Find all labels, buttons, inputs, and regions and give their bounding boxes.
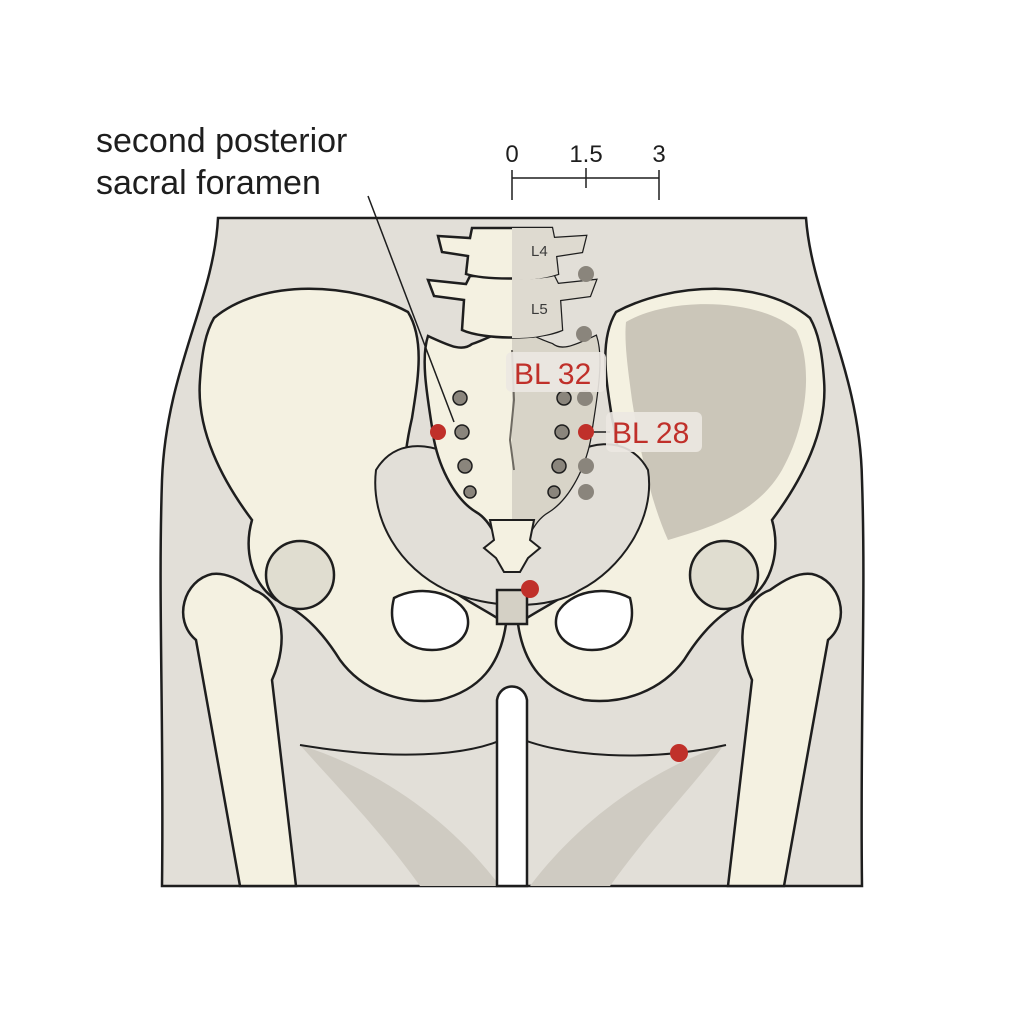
sacral-foramen	[556, 390, 572, 406]
sacral-foramen	[547, 485, 561, 499]
reference-point	[577, 390, 593, 406]
vertebra-l5-shade	[512, 276, 596, 338]
bl32-label-background	[506, 352, 606, 392]
acupoint-gluteal-fold	[670, 744, 688, 762]
reference-point	[578, 458, 594, 474]
callout-line-1: second posterior	[96, 122, 348, 160]
sacral-foramen	[454, 424, 470, 440]
reference-point	[578, 484, 594, 500]
sacral-foramen	[463, 485, 477, 499]
left-obturator-foramen	[390, 589, 470, 652]
pubic-symphysis	[495, 588, 529, 626]
callout-leader-line	[367, 195, 455, 423]
right-gluteal-shade	[530, 745, 724, 886]
sacral-foramen	[452, 390, 468, 406]
left-femur	[181, 572, 298, 888]
scale-tick-label: 0	[505, 141, 518, 168]
scale-tick-label: 3	[652, 141, 665, 168]
acupoint-bl28	[578, 424, 594, 440]
bl28-label: BL 28	[612, 417, 689, 450]
acupoint-left-sacral	[430, 424, 446, 440]
vertebra-l5-label: L5	[531, 301, 548, 318]
acupoint-coccyx	[521, 580, 539, 598]
right-iliac-shade	[625, 304, 807, 540]
callout-line-2: sacral foramen	[96, 164, 321, 202]
callout-label: second posterior sacral foramen	[96, 120, 347, 204]
right-femur	[726, 572, 843, 888]
reference-point	[578, 266, 594, 282]
coccyx	[482, 519, 542, 573]
natal-cleft	[495, 685, 529, 888]
left-gluteal-shade	[300, 745, 500, 886]
sacral-foramen	[554, 424, 570, 440]
scale-tick-label: 1.5	[569, 141, 602, 168]
scale-bar: 0 1.5 3	[505, 141, 666, 200]
right-femoral-head	[688, 539, 760, 611]
sacral-foramen	[457, 458, 473, 474]
vertebra-l4-label: L4	[531, 243, 548, 260]
right-obturator-foramen	[554, 589, 634, 652]
bl32-label: BL 32	[514, 358, 591, 391]
reference-point	[576, 326, 592, 342]
left-femoral-head	[264, 539, 336, 611]
vertebra-l4-shade	[512, 228, 586, 280]
bl28-label-background	[606, 412, 702, 452]
sacral-foramen	[551, 458, 567, 474]
